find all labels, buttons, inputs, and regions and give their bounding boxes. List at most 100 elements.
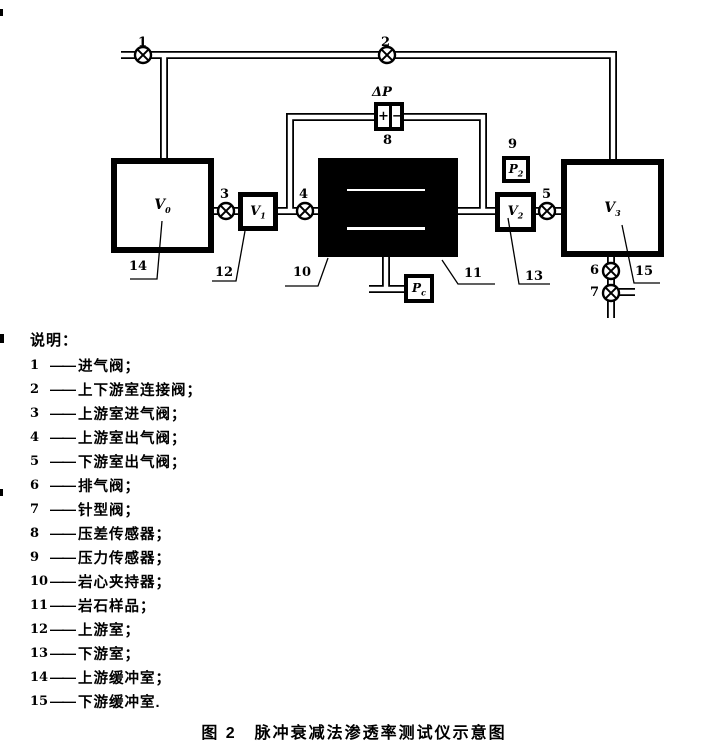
legend-item-label: 岩石样品；	[78, 598, 156, 615]
legend-item-number: 13	[30, 645, 49, 661]
legend-dash: ——	[50, 429, 76, 445]
legend-dash: ——	[50, 573, 76, 589]
marker-3: 3	[220, 187, 230, 202]
legend-item-number: 11	[30, 597, 49, 613]
leader-14	[130, 220, 163, 280]
legend-item-number: 2	[30, 381, 40, 397]
core-holder-box	[318, 158, 458, 257]
legend-dash: ——	[50, 621, 76, 637]
schematic-diagram: V0 V3 V1 V2 P2 Pc + −	[0, 0, 708, 330]
leader-11	[441, 259, 495, 285]
marker-14: 14	[129, 259, 148, 274]
legend-item-label: 排气阀；	[78, 478, 140, 495]
marker-4: 4	[299, 187, 309, 202]
confining-pressure-sensor-box: Pc	[404, 274, 434, 303]
legend-item-number: 4	[30, 429, 40, 445]
legend-item-number: 3	[30, 405, 40, 421]
legend-item: 15——下游缓冲室.	[30, 689, 450, 713]
valve-6-icon	[601, 261, 621, 281]
legend-item-label: 上游缓冲室；	[78, 670, 171, 687]
valve-4-icon	[295, 201, 315, 221]
legend-item-number: 5	[30, 453, 40, 469]
marker-11: 11	[464, 266, 483, 281]
legend-dash: ——	[50, 501, 76, 517]
figure-caption: 图 2 脉冲衰减法渗透率测试仪示意图	[201, 725, 507, 742]
marker-15: 15	[635, 264, 654, 279]
marker-8: 8	[383, 133, 393, 148]
legend-item-label: 上游室；	[78, 622, 140, 639]
marker-5: 5	[542, 187, 552, 202]
pc-label: Pc	[412, 280, 426, 298]
legend-item-label: 上游室出气阀；	[78, 430, 187, 447]
legend-item-label: 岩心夹持器；	[78, 574, 171, 591]
legend-item: 3——上游室进气阀；	[30, 401, 450, 425]
legend-item: 1——进气阀；	[30, 353, 450, 377]
leader-15	[621, 224, 660, 284]
legend-item: 7 ——针型阀；	[30, 497, 450, 521]
legend-item: 6 ——排气阀；	[30, 473, 450, 497]
dp-minus-port: −	[388, 106, 403, 127]
scan-artifact	[0, 489, 3, 496]
legend-item: 8——压差传感器；	[30, 521, 450, 545]
valve-2-icon	[377, 45, 397, 65]
legend-dash: ——	[50, 381, 76, 397]
legend-dash: ——	[50, 525, 76, 541]
marker-12: 12	[215, 265, 234, 280]
legend-item: 13——下游室；	[30, 641, 450, 665]
legend-item-number: 14	[30, 669, 49, 685]
legend-item-label: 上下游室连接阀；	[78, 382, 202, 399]
legend-item-label: 压力传感器；	[78, 550, 171, 567]
legend-item-label: 下游缓冲室.	[78, 694, 161, 711]
upstream-buffer-chamber-box: V0	[111, 158, 214, 253]
upstream-chamber-box: V1	[238, 192, 278, 231]
legend-item-label: 下游室；	[78, 646, 140, 663]
dp-plus-port: +	[378, 109, 389, 124]
marker-10: 10	[293, 265, 312, 280]
downstream-chamber-box: V2	[495, 192, 536, 232]
marker-13: 13	[525, 269, 544, 284]
v1-label: V1	[250, 203, 266, 221]
legend-dash: ——	[50, 645, 76, 661]
leader-13	[507, 217, 550, 285]
valve-5-icon	[537, 201, 557, 221]
legend-item-label: 上游室进气阀；	[78, 406, 187, 423]
valve-7-icon	[601, 283, 621, 303]
legend: 说明： 1——进气阀； 2——上下游室连接阀； 3——上游室进气阀； 4——上游…	[30, 329, 450, 713]
p2-label: P2	[508, 161, 524, 179]
valve-3-icon	[216, 201, 236, 221]
legend-item: 4 ——上游室出气阀；	[30, 425, 450, 449]
leader-lines	[130, 217, 660, 287]
legend-dash: ——	[50, 597, 76, 613]
marker-2: 2	[381, 35, 391, 50]
legend-item-number: 1	[30, 357, 40, 373]
legend-item-number: 7	[30, 501, 40, 517]
dp-marker: ΔP	[372, 85, 392, 100]
legend-item-number: 12	[30, 621, 49, 637]
legend-dash: ——	[50, 477, 76, 493]
v0-label: V0	[154, 197, 171, 215]
legend-item-number: 8	[30, 525, 40, 541]
legend-item-number: 6	[30, 477, 40, 493]
legend-dash: ——	[50, 357, 76, 373]
rock-sample-line-bottom	[347, 227, 425, 230]
leader-12	[212, 230, 246, 282]
legend-dash: ——	[50, 549, 76, 565]
legend-item: 2 ——上下游室连接阀；	[30, 377, 450, 401]
legend-item-label: 针型阀；	[78, 502, 140, 519]
legend-dash: ——	[50, 453, 76, 469]
scan-artifact	[0, 9, 3, 16]
legend-item: 11——岩石样品；	[30, 593, 450, 617]
marker-6: 6	[590, 263, 600, 278]
marker-9: 9	[508, 137, 518, 152]
legend-item: 9——压力传感器；	[30, 545, 450, 569]
pressure-sensor-box: P2	[502, 156, 530, 183]
v3-label: V3	[604, 199, 621, 218]
legend-item: 14——上游缓冲室；	[30, 665, 450, 689]
legend-item: 12——上游室；	[30, 617, 450, 641]
legend-title: 说明：	[30, 332, 79, 349]
leader-10	[285, 257, 329, 287]
marker-1: 1	[138, 35, 148, 50]
scan-artifact	[0, 334, 4, 343]
rock-sample-line-top	[347, 189, 425, 191]
